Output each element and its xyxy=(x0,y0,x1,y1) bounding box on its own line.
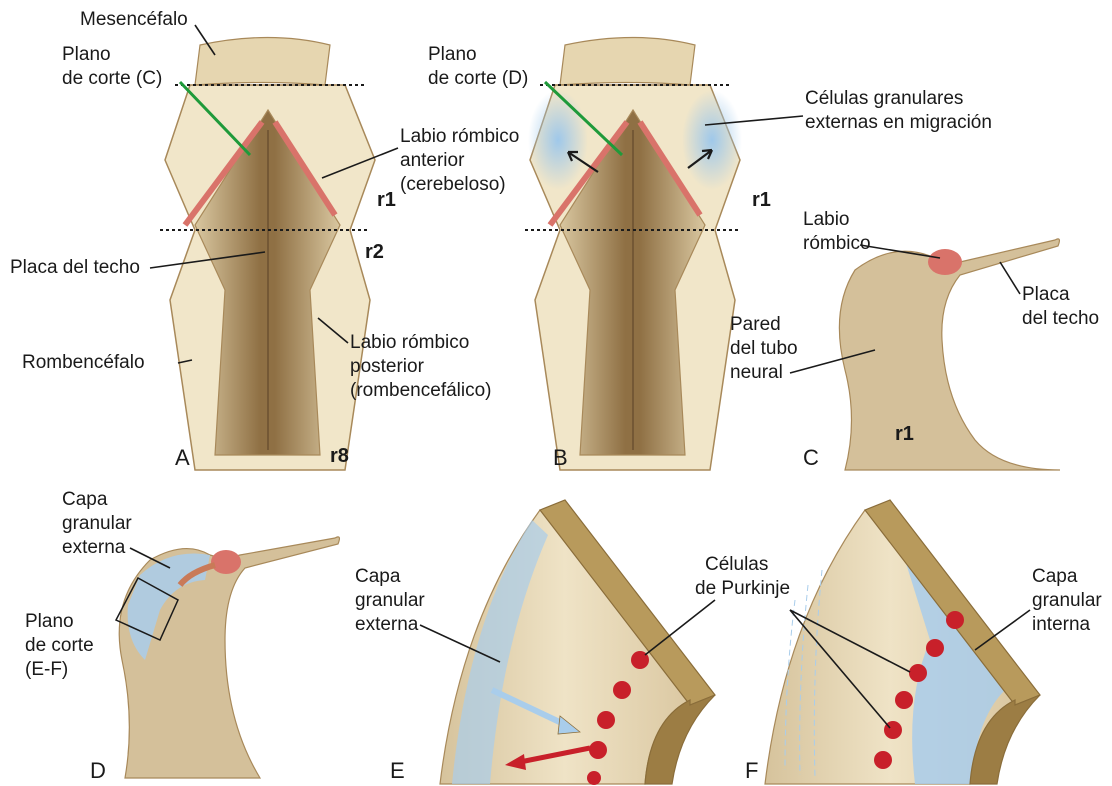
label-labio-post-3: (rombencefálico) xyxy=(350,380,492,401)
label-panel-a: A xyxy=(175,445,190,470)
label-capa-ext-d-3: externa xyxy=(62,537,126,558)
panel-a-mesencephalon xyxy=(195,38,330,86)
label-pared-1: Pared xyxy=(730,314,781,335)
label-plano-c-1: Plano xyxy=(62,44,111,65)
panel-e-purkinje-cell-3 xyxy=(597,711,615,729)
panel-c-rhombic-lip xyxy=(928,249,962,275)
label-plano-d-2: de corte (D) xyxy=(428,68,528,89)
label-capa-int-3: interna xyxy=(1032,614,1091,635)
panel-d-rhombic-lip xyxy=(211,550,241,574)
panel-b-granule-cells-left xyxy=(528,90,588,190)
label-purkinje-1: Células xyxy=(705,554,768,575)
label-pared-3: neural xyxy=(730,362,783,383)
label-labio-ant-1: Labio rómbico xyxy=(400,126,519,147)
label-purkinje-2: de Purkinje xyxy=(695,578,790,599)
label-panel-f: F xyxy=(745,758,758,783)
label-labio-ant-2: anterior xyxy=(400,150,465,171)
label-celulas-gran-2: externas en migración xyxy=(805,112,992,133)
label-panel-c: C xyxy=(803,445,819,470)
panel-f-purkinje-cell-1 xyxy=(946,611,964,629)
panel-e-purkinje-cell-2 xyxy=(613,681,631,699)
label-placa-c-2: del techo xyxy=(1022,308,1099,329)
label-panel-b: B xyxy=(553,445,568,470)
panel-f-purkinje-cell-2 xyxy=(926,639,944,657)
label-rombencefalo: Rombencéfalo xyxy=(22,352,145,373)
label-labio-c-1: Labio xyxy=(803,209,850,230)
panel-b-hindbrain xyxy=(525,38,742,471)
panel-f-purkinje-cell-6 xyxy=(874,751,892,769)
label-capa-ext-e-2: granular xyxy=(355,590,425,611)
panel-f-purkinje-cell-4 xyxy=(895,691,913,709)
panel-d-section xyxy=(116,537,339,778)
label-pared-2: del tubo xyxy=(730,338,798,359)
label-mesencefalo: Mesencéfalo xyxy=(80,9,188,30)
label-plano-ef-1: Plano xyxy=(25,611,74,632)
label-placa-techo-a: Placa del techo xyxy=(10,257,140,278)
label-r1-a: r1 xyxy=(377,189,396,211)
panel-f-cortex-block xyxy=(765,500,1040,784)
label-capa-ext-d-2: granular xyxy=(62,513,132,534)
label-plano-d-1: Plano xyxy=(428,44,477,65)
label-capa-ext-d-1: Capa xyxy=(62,489,108,510)
label-r2-a: r2 xyxy=(365,241,384,263)
label-capa-ext-e-1: Capa xyxy=(355,566,401,587)
panel-c-section xyxy=(839,239,1060,470)
panel-e-purkinje-cell-4 xyxy=(589,741,607,759)
label-r1-c: r1 xyxy=(895,423,914,445)
label-capa-int-1: Capa xyxy=(1032,566,1078,587)
panel-e-purkinje-cell-5 xyxy=(587,771,601,785)
label-labio-post-1: Labio rómbico xyxy=(350,332,469,353)
label-panel-d: D xyxy=(90,758,106,783)
label-r1-b: r1 xyxy=(752,189,771,211)
panel-a-hindbrain xyxy=(160,38,375,471)
label-plano-ef-2: de corte xyxy=(25,635,94,656)
panel-b-granule-cells-right xyxy=(682,90,742,190)
panel-b-mesencephalon xyxy=(560,38,695,86)
label-labio-post-2: posterior xyxy=(350,356,425,377)
label-labio-c-2: rómbico xyxy=(803,233,871,254)
panel-f-purkinje-cell-3 xyxy=(909,664,927,682)
label-placa-c-1: Placa xyxy=(1022,284,1070,305)
label-capa-int-2: granular xyxy=(1032,590,1102,611)
label-panel-e: E xyxy=(390,758,405,783)
label-r8: r8 xyxy=(330,445,349,467)
label-plano-c-2: de corte (C) xyxy=(62,68,162,89)
label-labio-ant-3: (cerebeloso) xyxy=(400,174,506,195)
label-celulas-gran-1: Células granulares xyxy=(805,88,963,109)
leader-placa-c xyxy=(1000,262,1020,294)
panel-e-cortex-block xyxy=(440,500,715,785)
label-capa-ext-e-3: externa xyxy=(355,614,419,635)
label-plano-ef-3: (E-F) xyxy=(25,659,68,680)
